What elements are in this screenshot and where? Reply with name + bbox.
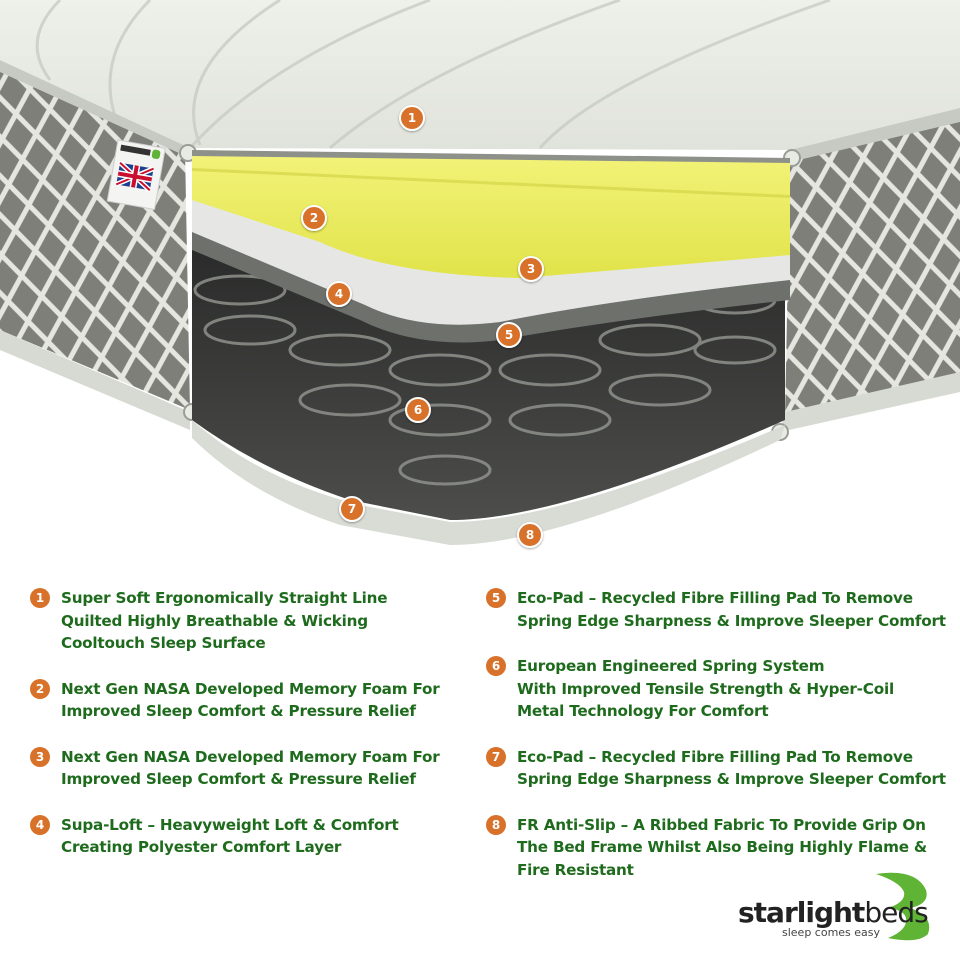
number-badge-icon: 4: [30, 814, 50, 835]
legend-line: Next Gen NASA Developed Memory Foam For: [61, 679, 440, 698]
legend-line: With Improved Tensile Strength & Hyper-C…: [517, 679, 894, 698]
legend-line: Super Soft Ergonomically Straight Line: [61, 589, 388, 607]
legend-line: European Engineered Spring System: [517, 657, 825, 675]
number-badge-icon: 7: [486, 746, 506, 767]
marker-2[interactable]: 2: [301, 205, 327, 231]
number-badge-icon: 8: [486, 814, 506, 835]
legend-line: Eco-Pad – Recycled Fibre Filling Pad To …: [517, 589, 913, 607]
legend-line: Metal Technology For Comfort: [517, 702, 769, 720]
legend-left-column: 1 Super Soft Ergonomically Straight Line…: [30, 587, 470, 882]
legend-line: Creating Polyester Comfort Layer: [61, 838, 342, 856]
legend-item-7: 7 Eco-Pad – Recycled Fibre Filling Pad T…: [486, 746, 956, 791]
legend-item-3: 3 Next Gen NASA Developed Memory Foam Fo…: [30, 746, 470, 791]
legend-line: FR Anti-Slip – A Ribbed Fabric To Provid…: [517, 815, 926, 834]
marker-8[interactable]: 8: [517, 522, 543, 548]
number-badge-icon: 5: [486, 588, 506, 608]
legend-item-4: 4 Supa-Loft – Heavyweight Loft & Comfort…: [30, 814, 470, 859]
number-badge-icon: 3: [30, 746, 50, 767]
legend-item-6: 6 European Engineered Spring System With…: [486, 655, 956, 723]
marker-6[interactable]: 6: [405, 397, 431, 423]
logo-tagline: sleep comes easy: [782, 926, 881, 939]
legend-item-8: 8 FR Anti-Slip – A Ribbed Fabric To Prov…: [486, 814, 956, 882]
marker-5[interactable]: 5: [496, 322, 522, 348]
legend-line: Quilted Highly Breathable & Wicking: [61, 611, 368, 630]
legend-text: Eco-Pad – Recycled Fibre Filling Pad To …: [517, 587, 946, 632]
legend-line: Improved Sleep Comfort & Pressure Relief: [61, 770, 416, 788]
union-jack-label: [106, 139, 166, 210]
legend-line: The Bed Frame Whilst Also Being Highly F…: [517, 838, 927, 856]
marker-7[interactable]: 7: [339, 496, 365, 522]
number-badge-icon: 2: [30, 678, 50, 699]
number-badge-icon: 6: [486, 656, 506, 676]
legend-text: Super Soft Ergonomically Straight Line Q…: [61, 587, 387, 655]
legend-line: Improved Sleep Comfort & Pressure Relief: [61, 702, 416, 720]
legend-item-2: 2 Next Gen NASA Developed Memory Foam Fo…: [30, 678, 470, 723]
marker-4[interactable]: 4: [326, 281, 352, 307]
number-badge-icon: 1: [30, 588, 50, 608]
logo-swoosh-icon: [876, 872, 930, 941]
logo-wordmark: starlightbeds: [738, 896, 929, 929]
legend-text: Next Gen NASA Developed Memory Foam For …: [61, 678, 440, 723]
legend-line: Next Gen NASA Developed Memory Foam For: [61, 747, 440, 766]
starlightbeds-logo[interactable]: starlightbeds sleep comes easy: [738, 872, 938, 942]
marker-1[interactable]: 1: [399, 105, 425, 131]
legend-text: Supa-Loft – Heavyweight Loft & Comfort C…: [61, 814, 399, 859]
legend-line: Spring Edge Sharpness & Improve Sleeper …: [517, 611, 946, 630]
legend-text: Eco-Pad – Recycled Fibre Filling Pad To …: [517, 746, 946, 791]
legend-line: Eco-Pad – Recycled Fibre Filling Pad To …: [517, 747, 913, 766]
legend-text: FR Anti-Slip – A Ribbed Fabric To Provid…: [517, 814, 927, 882]
mattress-illustration: 1 2 3 4 5 6 7 8: [0, 0, 960, 548]
legend-line: Cooltouch Sleep Surface: [61, 634, 266, 652]
legend-line: Fire Resistant: [517, 860, 634, 879]
legend-item-5: 5 Eco-Pad – Recycled Fibre Filling Pad T…: [486, 587, 956, 632]
mattress-cross-section-graphic: [0, 0, 960, 545]
legend-item-1: 1 Super Soft Ergonomically Straight Line…: [30, 587, 470, 655]
legend-right-column: 5 Eco-Pad – Recycled Fibre Filling Pad T…: [486, 587, 956, 904]
legend-line: Spring Edge Sharpness & Improve Sleeper …: [517, 770, 946, 788]
legend-line: Supa-Loft – Heavyweight Loft & Comfort: [61, 815, 399, 834]
legend-text: European Engineered Spring System With I…: [517, 655, 894, 723]
legend-text: Next Gen NASA Developed Memory Foam For …: [61, 746, 440, 791]
marker-3[interactable]: 3: [518, 256, 544, 282]
